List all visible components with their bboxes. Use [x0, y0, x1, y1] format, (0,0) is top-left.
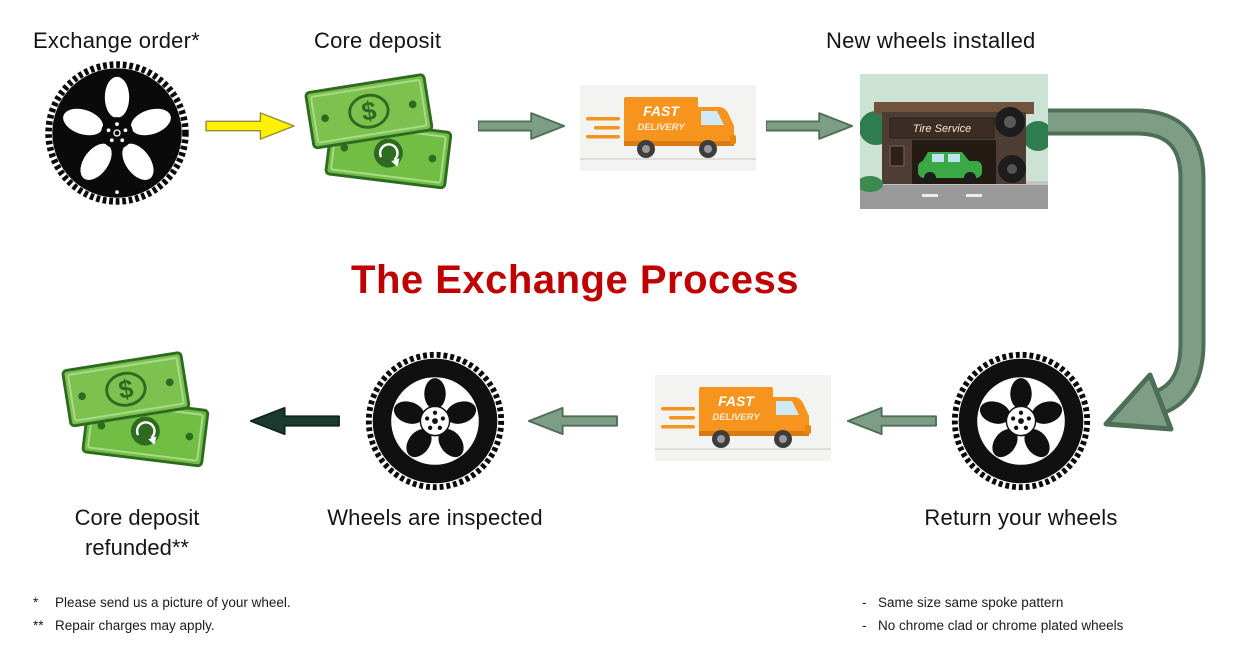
- diagram-title: The Exchange Process: [351, 258, 799, 302]
- footnote-marker: *: [33, 595, 39, 610]
- label-core-deposit-refunded: Core deposit refunded**: [27, 503, 247, 562]
- arrow-left-dark-icon: [249, 406, 340, 436]
- money-bills-icon: $: [304, 73, 453, 190]
- arrow-left-icon: [527, 406, 618, 436]
- truck-text-delivery: DELIVERY: [637, 122, 686, 133]
- arrow-right-icon: [766, 112, 854, 140]
- footnote-text: No chrome clad or chrome plated wheels: [878, 618, 1124, 633]
- dollar-sign: $: [116, 373, 136, 405]
- shop-sign-text: Tire Service: [913, 123, 972, 135]
- label-return-your-wheels: Return your wheels: [924, 505, 1118, 530]
- curved-arrow-down-icon: [1048, 108, 1206, 432]
- fast-delivery-truck-bottom: FAST DELIVERY: [655, 375, 831, 461]
- footnote-marker: **: [33, 618, 44, 633]
- footnote-text: Same size same spoke pattern: [878, 595, 1064, 610]
- dollar-sign: $: [359, 95, 379, 127]
- arrow-right-icon: [478, 112, 566, 140]
- arrow-right-yellow-icon: [205, 112, 295, 140]
- truck-text-fast: FAST: [718, 393, 755, 409]
- footnotes-left: * Please send us a picture of your wheel…: [33, 595, 291, 641]
- black-wheel-icon: [45, 61, 189, 205]
- truck-text-delivery: DELIVERY: [712, 412, 761, 423]
- refund-label-line2: refunded**: [85, 534, 189, 560]
- footnote-marker: -: [862, 618, 867, 633]
- footnote-text: Please send us a picture of your wheel.: [55, 595, 291, 610]
- footnote-item: - Same size same spoke pattern: [862, 595, 1123, 610]
- money-refund-icon: $: [61, 351, 210, 468]
- fast-delivery-truck-top: FAST DELIVERY: [580, 85, 756, 171]
- label-wheels-inspected: Wheels are inspected: [327, 505, 543, 530]
- footnote-text: Repair charges may apply.: [55, 618, 215, 633]
- truck-text-fast: FAST: [643, 103, 680, 119]
- footnote-marker: -: [862, 595, 867, 610]
- label-core-deposit: Core deposit: [314, 28, 442, 53]
- return-wheel-icon: [951, 351, 1091, 491]
- tire-service-shop-image: Tire Service: [860, 74, 1048, 209]
- inspected-wheel-icon: [365, 351, 505, 491]
- footnote-item: ** Repair charges may apply.: [33, 618, 291, 633]
- footnote-item: * Please send us a picture of your wheel…: [33, 595, 291, 610]
- footnotes-right: - Same size same spoke pattern - No chro…: [862, 595, 1123, 641]
- refund-label-line1: Core deposit: [74, 505, 200, 530]
- label-exchange-order: Exchange order*: [33, 28, 200, 53]
- footnote-item: - No chrome clad or chrome plated wheels: [862, 618, 1123, 633]
- label-new-wheels-installed: New wheels installed: [826, 28, 1036, 53]
- arrow-left-icon: [846, 406, 937, 436]
